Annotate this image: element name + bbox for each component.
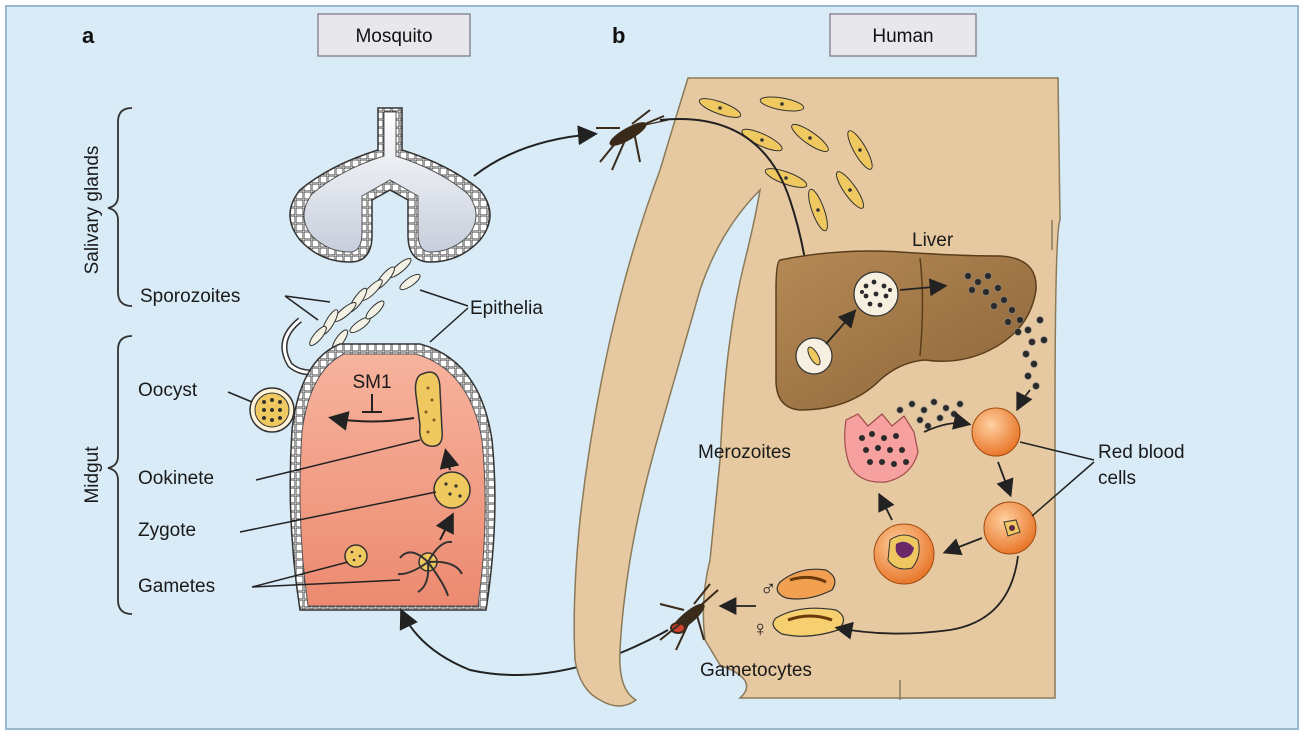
red-blood-cells-label-line1: Red blood xyxy=(1098,442,1185,463)
female-gamete xyxy=(345,545,367,567)
human-title-box: Human xyxy=(830,14,976,56)
male-symbol: ♂ xyxy=(760,576,777,601)
zygote-label: Zygote xyxy=(138,520,196,541)
panel-b-letter: b xyxy=(612,23,625,48)
female-symbol: ♀ xyxy=(752,616,769,641)
ookinete-cell xyxy=(416,372,443,446)
rbc-bursting xyxy=(845,414,918,482)
liver-schizont xyxy=(854,272,898,316)
merozoites-label: Merozoites xyxy=(698,442,791,463)
sm1-label: SM1 xyxy=(352,372,391,393)
midgut-label: Midgut xyxy=(82,446,103,504)
gametes-label: Gametes xyxy=(138,576,215,597)
red-blood-cells-label-line2: cells xyxy=(1098,468,1136,489)
panel-a-letter: a xyxy=(82,23,95,48)
rbc-trophozoite xyxy=(874,524,934,584)
mosquito-title-box: Mosquito xyxy=(318,14,470,56)
salivary-glands-label: Salivary glands xyxy=(82,146,103,275)
oocyst-cell xyxy=(250,388,294,432)
ookinete-label: Ookinete xyxy=(138,468,214,489)
liver-label: Liver xyxy=(912,230,954,251)
rbc-ring-stage xyxy=(984,502,1036,554)
zygote-cell xyxy=(434,472,470,508)
gametocytes-label: Gametocytes xyxy=(700,660,812,681)
human-title: Human xyxy=(872,26,933,47)
mosquito-title: Mosquito xyxy=(355,26,432,47)
sporozoites-label: Sporozoites xyxy=(140,286,240,307)
oocyst-label: Oocyst xyxy=(138,380,198,401)
rbc-uninfected xyxy=(972,408,1020,456)
epithelia-label: Epithelia xyxy=(470,298,543,319)
